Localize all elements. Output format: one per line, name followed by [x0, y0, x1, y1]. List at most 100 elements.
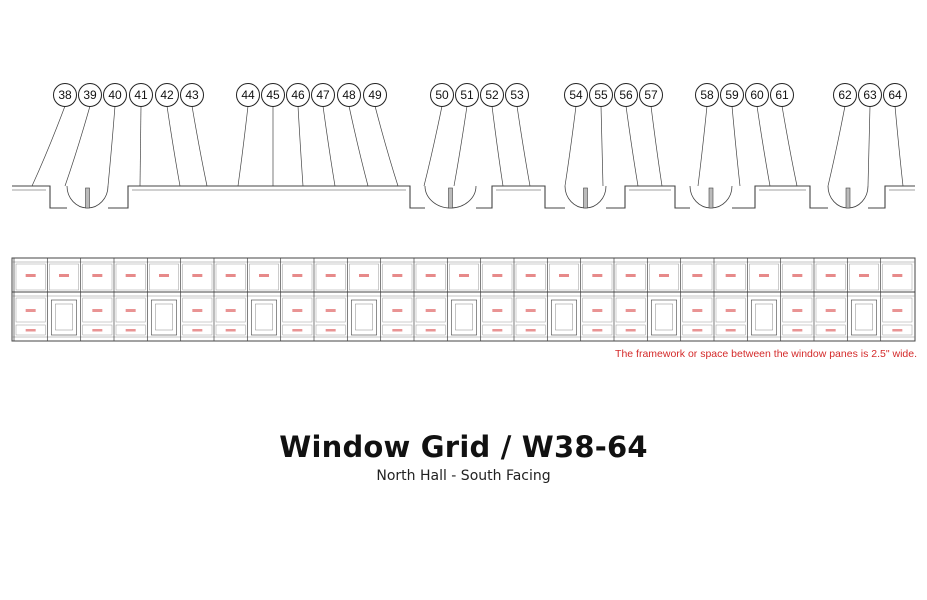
lower-pane — [282, 297, 313, 323]
window-number: 46 — [291, 88, 305, 102]
pane-tag — [292, 309, 303, 312]
door-swing — [564, 185, 586, 209]
window-bubble-50 — [430, 83, 454, 107]
lower-pane — [782, 297, 813, 323]
upper-pane — [49, 263, 79, 291]
elevation-frame — [11, 257, 916, 342]
pane-tag — [625, 309, 636, 312]
leader-line-61 — [781, 105, 798, 187]
window-number: 43 — [185, 88, 199, 102]
window-leader-lines — [31, 105, 904, 187]
pane-tag — [25, 274, 36, 277]
pane-tag — [825, 329, 836, 332]
upper-pane — [549, 263, 579, 291]
pane-tag — [292, 329, 303, 332]
lower-pane — [615, 297, 646, 323]
upper-pane — [382, 263, 413, 291]
pane-tag — [825, 274, 836, 277]
upper-pane — [215, 263, 246, 291]
pane-tag — [892, 329, 903, 332]
leader-line-57 — [650, 105, 663, 187]
leader-line-47 — [322, 105, 336, 187]
leader-line-38 — [31, 105, 66, 187]
door-swing — [87, 185, 109, 209]
lower-pane — [815, 297, 846, 323]
pane-tag — [759, 274, 769, 277]
pane-tag — [25, 309, 36, 312]
pane-tag — [59, 274, 69, 277]
pane-tag — [692, 329, 703, 332]
leader-line-48 — [348, 105, 369, 187]
door-post — [583, 187, 588, 209]
upper-pane — [882, 263, 913, 291]
door-glass — [755, 303, 773, 331]
lower-pane — [482, 297, 513, 323]
window-bubble-45 — [261, 83, 285, 107]
upper-pane — [415, 263, 446, 291]
window-number: 41 — [134, 88, 148, 102]
door-panel — [451, 299, 477, 336]
pane-tag — [725, 329, 736, 332]
upper-pane — [615, 263, 646, 291]
window-bubble-61 — [770, 83, 794, 107]
upper-pane — [582, 263, 613, 291]
pane-tag — [425, 329, 436, 332]
window-bubble-63 — [858, 83, 882, 107]
window-bubble-57 — [639, 83, 663, 107]
pane-tag — [25, 329, 36, 332]
window-bubble-53 — [505, 83, 529, 107]
upper-pane — [82, 263, 113, 291]
door-glass — [455, 303, 473, 331]
leader-line-58 — [697, 105, 708, 187]
pane-tag — [525, 274, 536, 277]
lower-pane — [182, 297, 213, 323]
upper-pane — [15, 263, 46, 291]
door-panel — [151, 299, 177, 336]
upper-pane — [849, 263, 879, 291]
pane-tag — [325, 309, 336, 312]
door-glass — [355, 303, 373, 331]
bottom-pane — [482, 324, 513, 336]
window-number: 42 — [160, 88, 174, 102]
window-bubble-59 — [720, 83, 744, 107]
pane-tag — [125, 274, 136, 277]
pane-tag — [825, 309, 836, 312]
bottom-pane — [515, 324, 546, 336]
door-post — [85, 187, 90, 209]
window-number: 60 — [750, 88, 764, 102]
window-number: 47 — [316, 88, 330, 102]
pane-tag — [359, 274, 369, 277]
upper-pane — [749, 263, 779, 291]
bottom-pane — [682, 324, 713, 336]
bottom-pane — [615, 324, 646, 336]
window-bubble-47 — [311, 83, 335, 107]
pane-tag — [492, 309, 503, 312]
window-number: 49 — [368, 88, 382, 102]
bottom-pane — [715, 324, 746, 336]
pane-tag — [392, 274, 403, 277]
leader-line-43 — [191, 105, 208, 187]
upper-pane — [282, 263, 313, 291]
door-swing — [847, 185, 869, 209]
window-number: 40 — [108, 88, 122, 102]
door-swing — [450, 185, 477, 209]
wall-floor-plan — [12, 185, 915, 209]
window-number: 45 — [266, 88, 280, 102]
pane-tag — [325, 274, 336, 277]
bottom-pane — [582, 324, 613, 336]
window-bubble-41 — [129, 83, 153, 107]
upper-pane — [682, 263, 713, 291]
leader-line-63 — [867, 105, 871, 187]
pane-tag — [525, 309, 536, 312]
window-number: 57 — [644, 88, 658, 102]
page-title: Window Grid / W38-64 — [279, 430, 648, 464]
leader-line-62 — [827, 105, 846, 187]
door-swing — [585, 185, 607, 209]
door-post — [845, 187, 851, 209]
lower-pane — [515, 297, 546, 323]
window-bubble-48 — [337, 83, 361, 107]
leader-line-53 — [516, 105, 531, 187]
bottom-pane — [215, 324, 246, 336]
